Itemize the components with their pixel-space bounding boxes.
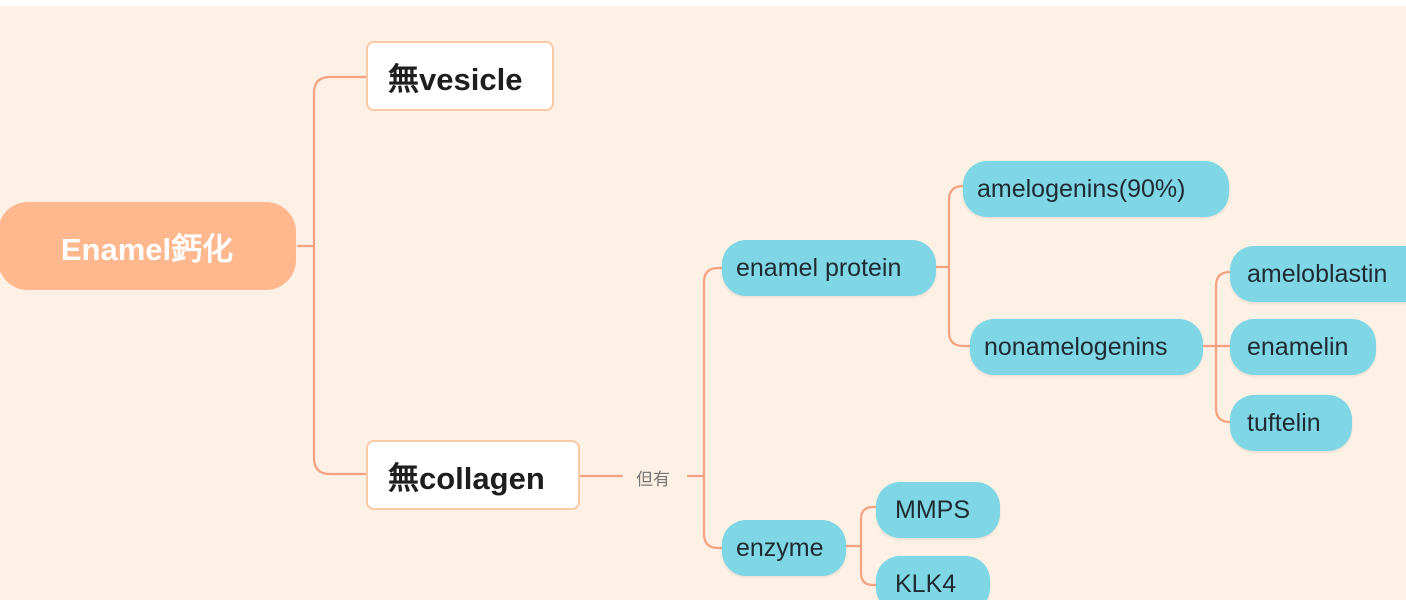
node-nonamelogenins-label: nonamelogenins: [984, 332, 1168, 361]
connector-mmps: [859, 505, 878, 548]
connector-nonamelogenins: [947, 265, 972, 348]
node-nonamelogenins[interactable]: nonamelogenins: [970, 319, 1203, 375]
node-ameloblastin-label: ameloblastin: [1247, 259, 1388, 288]
node-enzyme[interactable]: enzyme: [722, 520, 846, 576]
node-no-collagen[interactable]: 無collagen: [366, 440, 580, 510]
root-node[interactable]: Enamel鈣化: [0, 202, 296, 290]
node-tuftelin-label: tuftelin: [1247, 408, 1321, 437]
connector-ameloblastin: [1214, 270, 1232, 348]
node-no-vesicle-label: 無vesicle: [388, 61, 523, 97]
connector-tuftelin: [1214, 344, 1232, 424]
connector-root-vesicle: [312, 75, 368, 248]
node-enzyme-label: enzyme: [736, 533, 824, 562]
node-tuftelin[interactable]: tuftelin: [1230, 395, 1352, 451]
node-amelogenins-label: amelogenins(90%): [977, 174, 1186, 203]
connector-bracket-enamel-protein: [702, 266, 724, 478]
connector-bracket-enzyme: [702, 474, 724, 550]
root-label: Enamel鈣化: [60, 231, 234, 267]
node-mmps-label: MMPS: [895, 495, 970, 524]
connector-root-collagen: [312, 244, 368, 476]
connector-lines: [296, 75, 1232, 587]
node-no-collagen-label: 無collagen: [388, 460, 545, 496]
connector-amelogenins: [947, 184, 965, 269]
node-enamel-protein[interactable]: enamel protein: [722, 240, 936, 296]
connector-klk4: [859, 544, 878, 587]
node-enamelin-label: enamelin: [1247, 332, 1349, 361]
node-mmps[interactable]: MMPS: [876, 482, 1000, 538]
node-no-vesicle[interactable]: 無vesicle: [366, 41, 554, 111]
node-enamelin[interactable]: enamelin: [1230, 319, 1376, 375]
node-amelogenins[interactable]: amelogenins(90%): [963, 161, 1229, 217]
node-enamel-protein-label: enamel protein: [736, 253, 902, 282]
node-klk4-label: KLK4: [895, 569, 957, 598]
node-klk4[interactable]: KLK4: [876, 556, 990, 600]
mindmap-canvas: Enamel鈣化 無vesicle 無collagen 但有 enamel pr…: [0, 6, 1406, 600]
connector-label: 但有: [636, 470, 670, 490]
node-ameloblastin[interactable]: ameloblastin: [1230, 246, 1406, 302]
